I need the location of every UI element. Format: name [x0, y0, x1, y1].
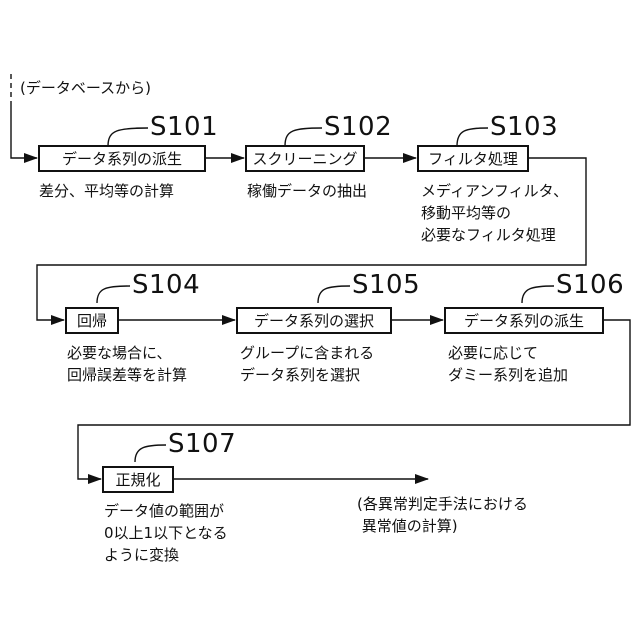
- step-note-s104: 必要な場合に、 回帰誤差等を計算: [67, 342, 187, 386]
- step-box-s101[interactable]: データ系列の派生: [38, 145, 206, 172]
- step-box-s107[interactable]: 正規化: [102, 466, 174, 493]
- step-id-s104: S104: [132, 271, 200, 299]
- step-note-s105: グループに含まれる データ系列を選択: [240, 342, 374, 386]
- step-box-s104[interactable]: 回帰: [65, 307, 119, 334]
- leader-s101: [108, 128, 148, 146]
- step-id-s102: S102: [324, 113, 392, 141]
- leader-s107: [135, 445, 166, 462]
- leader-s102: [285, 128, 322, 146]
- step-box-s103[interactable]: フィルタ処理: [417, 145, 529, 172]
- leader-s106: [522, 286, 554, 303]
- step-note-s103: メディアンフィルタ、 移動平均等の 必要なフィルタ処理: [421, 180, 568, 246]
- step-id-s107: S107: [168, 430, 236, 458]
- leader-s104: [97, 286, 130, 303]
- step-note-s107: データ値の範囲が 0以上1以下となる ように変換: [104, 500, 228, 566]
- step-id-s105: S105: [352, 271, 420, 299]
- step-id-s106: S106: [556, 271, 624, 299]
- step-id-s101: S101: [150, 113, 218, 141]
- leader-s105: [318, 286, 350, 303]
- step-id-s103: S103: [490, 113, 558, 141]
- leader-s103: [457, 128, 488, 146]
- arrow-input-to-s101: [11, 104, 37, 158]
- start-label: (データベースから): [20, 77, 151, 99]
- step-box-s102[interactable]: スクリーニング: [245, 145, 365, 172]
- end-label: (各異常判定手法における 異常値の計算): [357, 493, 528, 537]
- step-note-s106: 必要に応じて ダミー系列を追加: [448, 342, 568, 386]
- step-box-s106[interactable]: データ系列の派生: [444, 307, 604, 334]
- step-note-s101: 差分、平均等の計算: [39, 180, 174, 202]
- step-box-s105[interactable]: データ系列の選択: [236, 307, 392, 334]
- step-note-s102: 稼働データの抽出: [247, 180, 367, 202]
